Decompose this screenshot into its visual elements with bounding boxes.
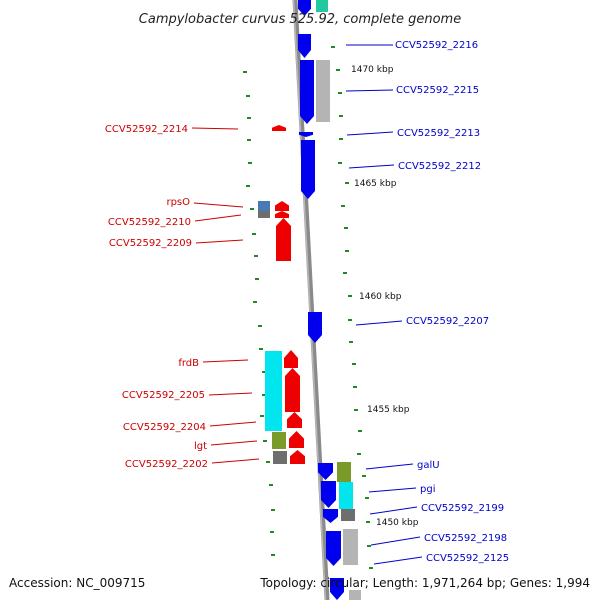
reverse-gene-arrow: [284, 350, 298, 368]
label-leader: [370, 536, 421, 546]
gene-label-CCV52592_2202: CCV52592_2202: [125, 459, 208, 470]
label-leader: [373, 556, 423, 565]
teal-block: [316, 0, 328, 12]
gene-arrows: [272, 0, 344, 600]
reverse-gene-arrow: [289, 431, 304, 448]
forward-gene-arrow: [321, 481, 336, 508]
gene-label-CCV52592_2216: CCV52592_2216: [395, 40, 478, 51]
forward-gene-arrow: [298, 34, 311, 58]
gene-label-CCV52592_2207: CCV52592_2207: [406, 316, 489, 327]
gene-label-CCV52592_2199: CCV52592_2199: [421, 503, 504, 514]
label-leader: [193, 202, 244, 208]
gene-label-lgt: lgt: [194, 441, 207, 452]
scale-label: 1465 kbp: [354, 179, 397, 189]
label-leader: [191, 127, 239, 130]
topology-text: Topology: circular; Length: 1,971,264 bp…: [259, 576, 590, 590]
reverse-gene-arrow: [276, 218, 291, 261]
forward-gene-arrow: [326, 531, 341, 566]
gray-block: [343, 529, 358, 565]
gene-label-CCV52592_2209: CCV52592_2209: [109, 238, 192, 249]
gene-label-CCV52592_2212: CCV52592_2212: [398, 161, 481, 172]
forward-gene-arrow: [299, 132, 313, 137]
forward-gene-arrow: [301, 140, 315, 199]
label-leader: [368, 487, 417, 493]
label-leader: [365, 463, 414, 470]
label-leader: [369, 506, 418, 515]
forward-gene-arrow: [308, 312, 322, 343]
label-leader: [348, 164, 395, 169]
gene-label-frdB: frdB: [178, 358, 199, 369]
forward-gene-arrow: [330, 578, 344, 600]
gene-label-CCV52592_2213: CCV52592_2213: [397, 128, 480, 139]
gene-labels: CCV52592_2216CCV52592_2215CCV52592_2213C…: [105, 40, 509, 565]
label-leader: [345, 89, 394, 92]
label-leader: [210, 440, 258, 446]
forward-gene-arrow: [298, 0, 311, 16]
label-leader: [195, 239, 244, 244]
reverse-gene-arrow: [275, 211, 289, 218]
label-leader: [211, 458, 260, 464]
reverse-gene-arrow: [287, 412, 302, 428]
scale-label: 1450 kbp: [376, 518, 419, 528]
cyan-block: [265, 351, 282, 431]
label-leader: [355, 320, 403, 326]
map-title: Campylobacter curvus 525.92, complete ge…: [139, 12, 461, 27]
gene-label-CCV52592_2205: CCV52592_2205: [122, 390, 205, 401]
gene-label-pgi: pgi: [420, 484, 435, 495]
gene-label-CCV52592_2214: CCV52592_2214: [105, 124, 188, 135]
accession-text: Accession: NC_009715: [9, 576, 145, 590]
scale-labels: 1470 kbp 1465 kbp 1460 kbp 1455 kbp 1450 kbp: [351, 65, 419, 528]
gene-label-galU: galU: [417, 460, 440, 471]
label-leader: [194, 214, 242, 222]
scale-label: 1460 kbp: [359, 292, 402, 302]
reverse-gene-arrow: [272, 125, 286, 131]
dark-block: [258, 211, 270, 218]
cyan-block: [339, 482, 353, 509]
gene-label-CCV52592_2215: CCV52592_2215: [396, 85, 479, 96]
label-leader: [208, 392, 253, 396]
feature-blocks: [258, 0, 361, 600]
dark-block: [273, 451, 287, 464]
backbone-highlight: [292, 0, 327, 600]
reverse-gene-arrow: [275, 201, 289, 211]
gene-label-CCV52592_2125: CCV52592_2125: [426, 553, 509, 564]
gene-label-rpsO: rpsO: [166, 197, 190, 208]
olive-block: [272, 432, 286, 449]
gray-block: [316, 60, 330, 122]
tick-marks: [243, 46, 373, 569]
reverse-gene-arrow: [290, 450, 305, 464]
label-leader: [346, 131, 394, 136]
scale-label: 1470 kbp: [351, 65, 394, 75]
label-leader: [202, 359, 249, 363]
forward-gene-arrow: [318, 463, 333, 480]
label-leader: [209, 421, 257, 427]
steel-block: [258, 201, 270, 212]
dark-block: [341, 509, 355, 521]
gray-block: [349, 590, 361, 600]
gene-label-CCV52592_2198: CCV52592_2198: [424, 533, 507, 544]
scale-label: 1455 kbp: [367, 405, 410, 415]
olive-block: [337, 462, 351, 482]
forward-gene-arrow: [323, 509, 338, 523]
gene-label-CCV52592_2204: CCV52592_2204: [123, 422, 206, 433]
forward-gene-arrow: [300, 60, 314, 124]
gene-label-CCV52592_2210: CCV52592_2210: [108, 217, 191, 228]
reverse-gene-arrow: [285, 368, 300, 412]
